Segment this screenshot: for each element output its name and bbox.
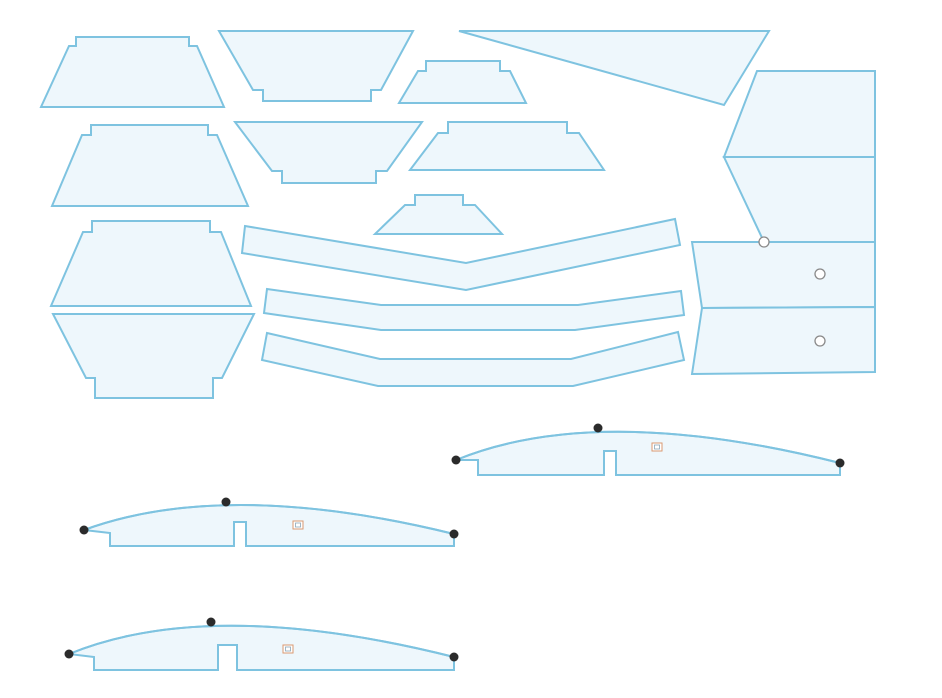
small-trapezoid-piece-2[interactable] bbox=[372, 194, 505, 235]
inverted-trapezoid-piece-1[interactable] bbox=[217, 30, 415, 102]
rib-curve-3 bbox=[68, 624, 455, 658]
curve-handle-1b[interactable] bbox=[593, 423, 603, 433]
rib-curve-2 bbox=[83, 504, 455, 535]
trapezoid-piece-3[interactable] bbox=[407, 121, 606, 171]
rib-curve-1 bbox=[455, 430, 841, 464]
center-marker-icon-1[interactable] bbox=[651, 442, 663, 452]
curve-handle-2a[interactable] bbox=[79, 525, 89, 535]
rib-piece-1[interactable] bbox=[455, 430, 841, 476]
inverted-trapezoid-piece-3[interactable] bbox=[51, 313, 256, 399]
right-panel-lower[interactable] bbox=[690, 241, 876, 310]
chevron-strip-2[interactable] bbox=[262, 287, 686, 331]
control-point-open-3[interactable] bbox=[814, 335, 826, 347]
trapezoid-piece-2[interactable] bbox=[50, 124, 250, 207]
small-trapezoid-piece-1[interactable] bbox=[397, 60, 528, 104]
inverted-trapezoid-piece-2[interactable] bbox=[232, 121, 424, 184]
curve-handle-2b[interactable] bbox=[221, 497, 231, 507]
curve-handle-1a[interactable] bbox=[451, 455, 461, 465]
curve-handle-3c[interactable] bbox=[449, 652, 459, 662]
right-panel-bottom[interactable] bbox=[690, 305, 876, 376]
chevron-strip-3[interactable] bbox=[260, 330, 686, 387]
trapezoid-piece-4[interactable] bbox=[49, 220, 253, 307]
control-point-open-2[interactable] bbox=[814, 268, 826, 280]
center-marker-icon-3[interactable] bbox=[282, 644, 294, 654]
curve-handle-2c[interactable] bbox=[449, 529, 459, 539]
curve-handle-1c[interactable] bbox=[835, 458, 845, 468]
rib-piece-3[interactable] bbox=[65, 624, 455, 671]
right-panel-top[interactable] bbox=[722, 70, 876, 158]
rib-piece-2[interactable] bbox=[83, 504, 455, 547]
center-marker-icon-2[interactable] bbox=[292, 520, 304, 530]
curve-handle-3b[interactable] bbox=[206, 617, 216, 627]
right-panel-middle[interactable] bbox=[722, 156, 876, 243]
curve-handle-3a[interactable] bbox=[64, 649, 74, 659]
trapezoid-piece-1[interactable] bbox=[39, 36, 226, 108]
long-triangle-piece[interactable] bbox=[458, 30, 771, 107]
chevron-strip-1[interactable] bbox=[240, 217, 682, 292]
control-point-open-1[interactable] bbox=[758, 236, 770, 248]
